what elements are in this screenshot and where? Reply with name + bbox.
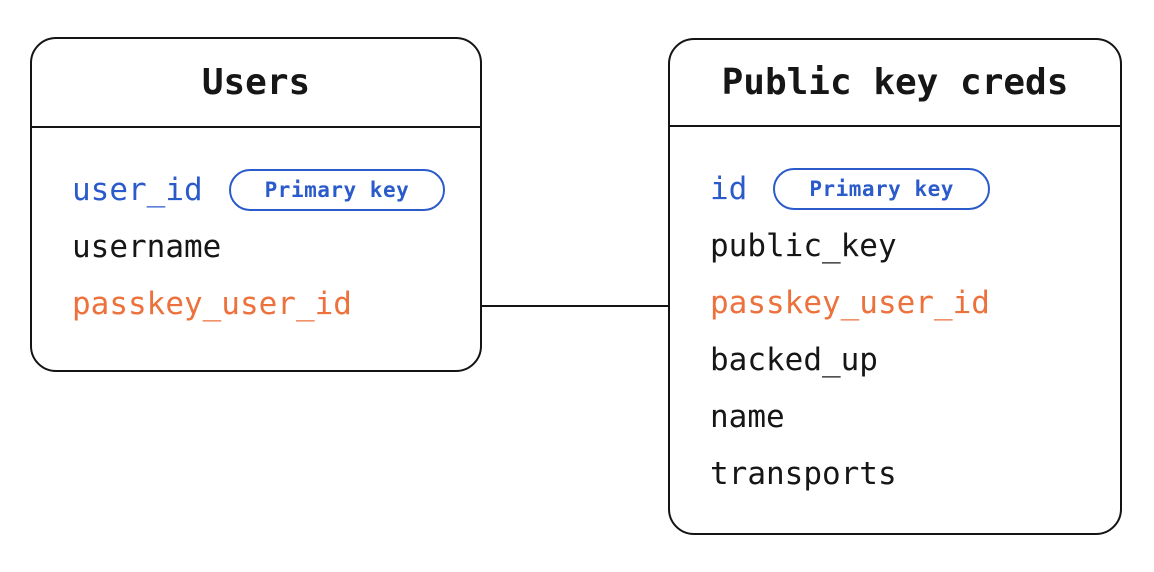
field-name: backed_up xyxy=(710,341,878,378)
field-row-user-id: user_id Primary key xyxy=(72,161,480,218)
field-name: passkey_user_id xyxy=(72,285,352,322)
field-row-passkey-user-id: passkey_user_id xyxy=(72,275,480,332)
field-row-public-key: public_key xyxy=(710,217,1120,274)
field-name: name xyxy=(710,398,785,435)
relationship-line xyxy=(482,305,668,307)
entity-users: Users user_id Primary key username passk… xyxy=(30,37,482,372)
field-name: transports xyxy=(710,455,897,492)
field-row-name: name xyxy=(710,388,1120,445)
entity-users-fields: user_id Primary key username passkey_use… xyxy=(32,128,480,332)
primary-key-badge: Primary key xyxy=(773,167,990,210)
field-row-username: username xyxy=(72,218,480,275)
field-row-passkey-user-id: passkey_user_id xyxy=(710,274,1120,331)
field-row-transports: transports xyxy=(710,445,1120,502)
field-name: id xyxy=(710,170,748,207)
primary-key-badge: Primary key xyxy=(228,168,446,211)
entity-public-key-creds-title: Public key creds xyxy=(670,40,1120,127)
entity-users-title: Users xyxy=(32,39,480,128)
field-name: username xyxy=(72,228,222,265)
field-name: user_id xyxy=(72,171,203,208)
entity-public-key-creds: Public key creds id Primary key public_k… xyxy=(668,38,1122,535)
field-row-backed-up: backed_up xyxy=(710,331,1120,388)
field-row-id: id Primary key xyxy=(710,160,1120,217)
field-name: passkey_user_id xyxy=(710,284,990,321)
field-name: public_key xyxy=(710,227,897,264)
entity-public-key-creds-fields: id Primary key public_key passkey_user_i… xyxy=(670,127,1120,502)
